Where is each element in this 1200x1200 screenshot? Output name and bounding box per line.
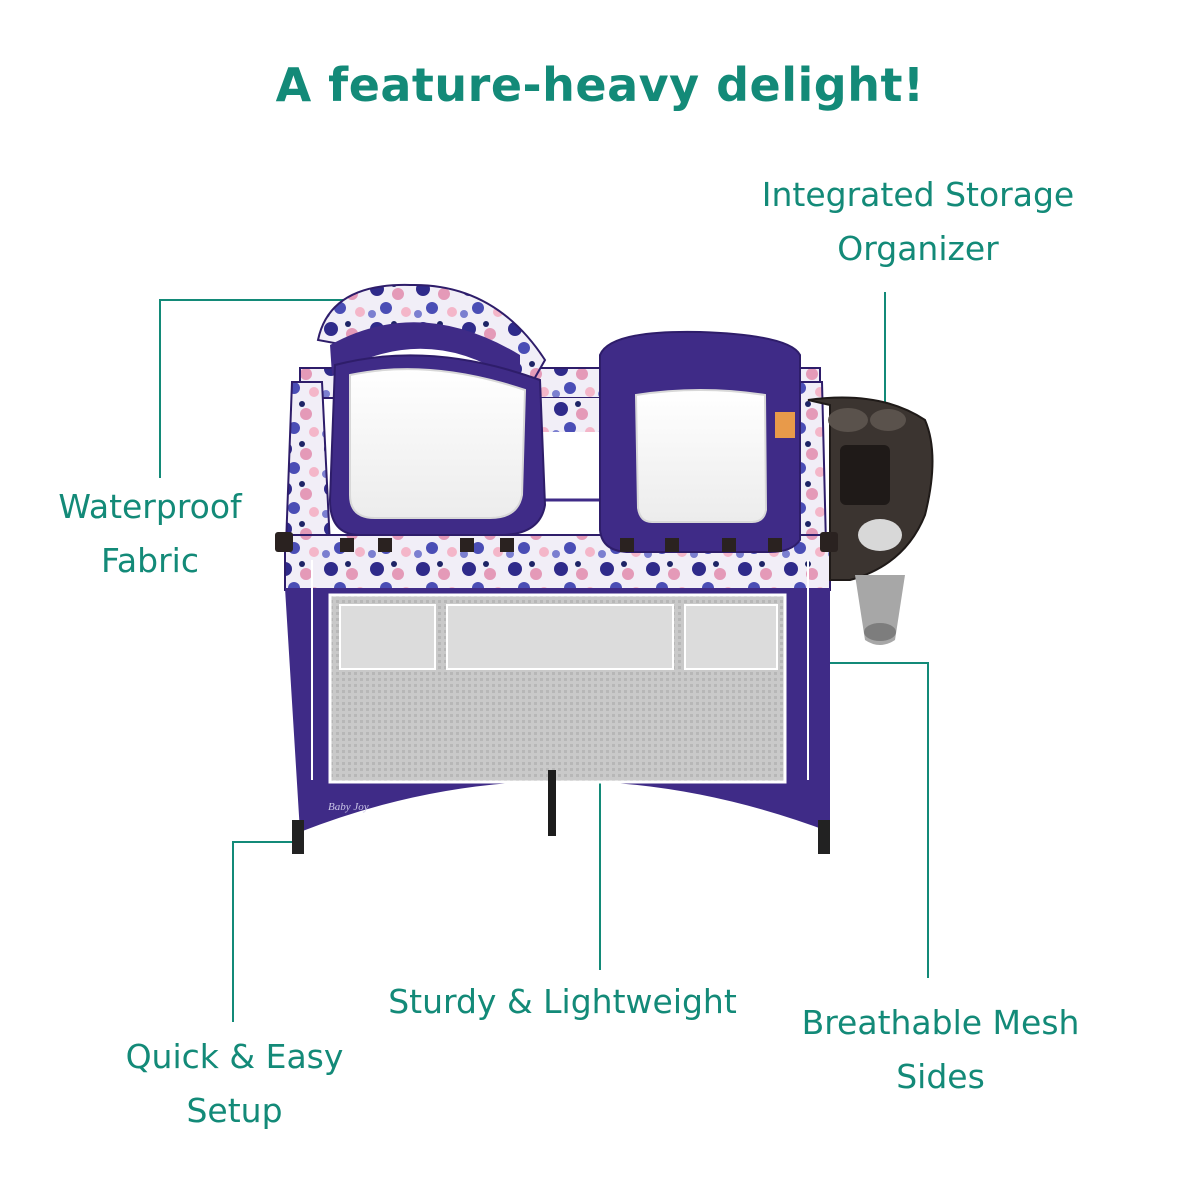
- callout-line: Organizer: [837, 229, 999, 268]
- leader-fabric: [159, 299, 362, 478]
- brand-mark: Baby Joy: [328, 801, 369, 813]
- callout-line: Fabric: [100, 541, 199, 580]
- playard-body: Baby Joy: [284, 381, 831, 854]
- callout-line: Breathable Mesh: [801, 1003, 1080, 1042]
- callout-breathable-mesh: Breathable Mesh Sides: [788, 996, 1093, 1104]
- bassinet: [316, 283, 547, 536]
- page-title: A feature-heavy delight!: [275, 58, 925, 112]
- callout-line: Integrated Storage: [761, 175, 1075, 214]
- changing-station: [599, 330, 801, 553]
- callout-line: Sturdy & Lightweight: [388, 982, 737, 1021]
- callout-quick-easy-setup: Quick & Easy Setup: [112, 1030, 357, 1138]
- leader-mesh: [790, 662, 929, 978]
- callout-integrated-storage: Integrated Storage Organizer: [748, 168, 1088, 276]
- callout-waterproof-fabric: Waterproof Fabric: [40, 480, 260, 588]
- callout-line: Setup: [186, 1091, 283, 1130]
- callout-line: Waterproof: [58, 487, 242, 526]
- storage-organizer: [807, 396, 934, 645]
- callout-line: Quick & Easy: [125, 1037, 344, 1076]
- callout-sturdy-lightweight: Sturdy & Lightweight: [370, 975, 755, 1029]
- callout-line: Sides: [896, 1057, 985, 1096]
- rail-clips: [275, 532, 838, 552]
- leader-setup: [232, 841, 296, 1022]
